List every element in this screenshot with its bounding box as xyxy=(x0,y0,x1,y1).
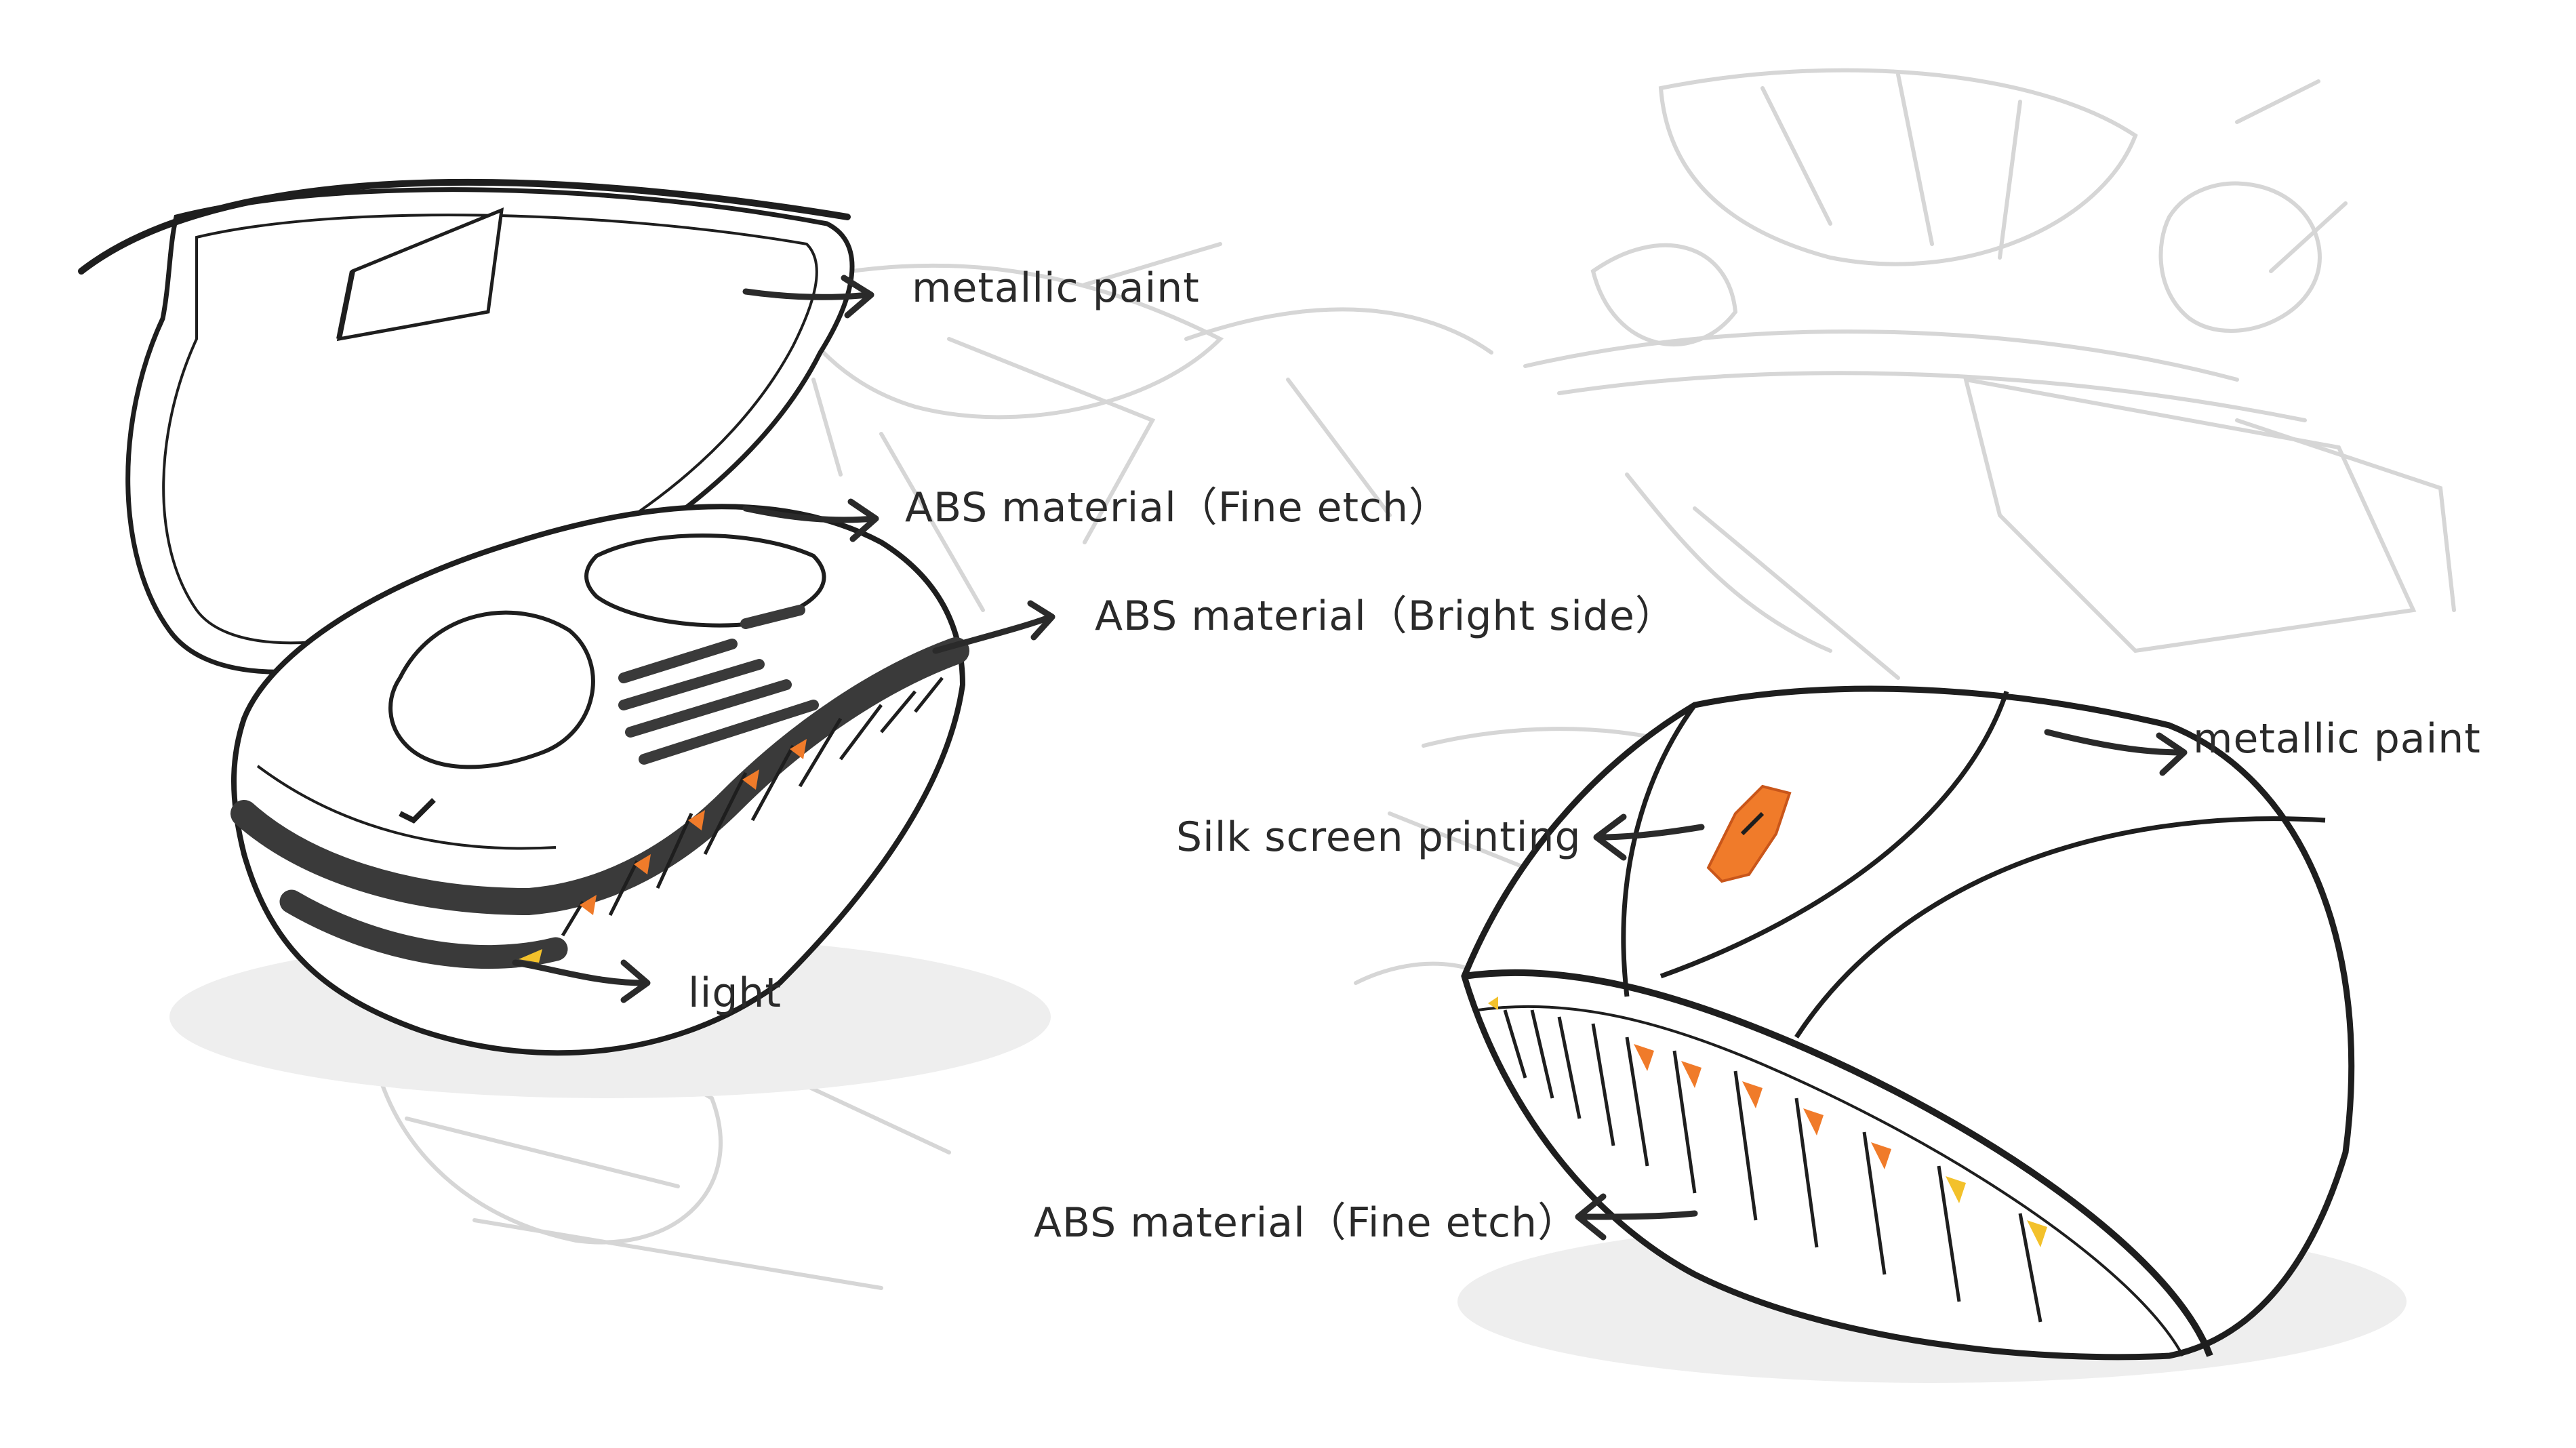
light-leds-right xyxy=(1488,997,2047,1247)
silk-screen-emblem xyxy=(1706,784,1792,883)
label-abs-fine-etch-bottom: ABS material（Fine etch） xyxy=(1034,1199,1579,1247)
side-vents-left xyxy=(561,677,944,937)
label-metallic-paint-right: metallic paint xyxy=(2193,715,2481,763)
top-vents xyxy=(618,605,819,765)
side-vents-right xyxy=(1503,1009,2042,1323)
left-base xyxy=(230,504,969,1056)
label-light: light xyxy=(688,969,782,1017)
left-lid xyxy=(78,178,855,675)
label-abs-fine-etch-top: ABS material（Fine etch） xyxy=(905,484,1451,531)
light-leds-left xyxy=(519,739,807,963)
label-metallic-paint-lid: metallic paint xyxy=(912,264,1200,312)
annotation-arrows xyxy=(512,275,2188,1241)
label-silk-screen-printing: Silk screen printing xyxy=(1176,813,1582,861)
label-abs-bright-side: ABS material（Bright side） xyxy=(1095,592,1676,640)
right-product xyxy=(1461,685,2355,1361)
